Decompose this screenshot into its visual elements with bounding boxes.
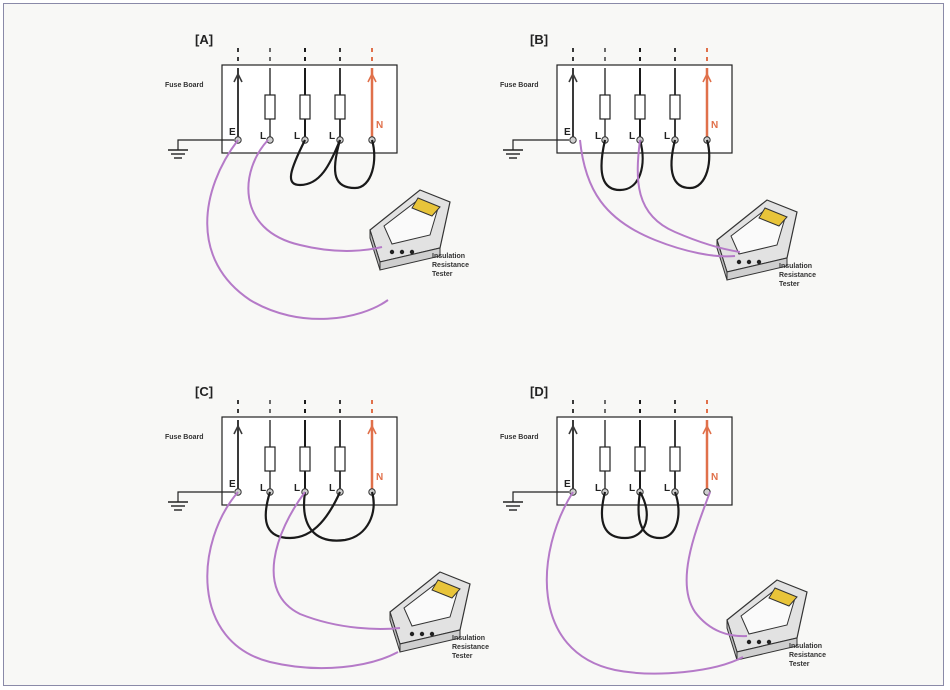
terminal-l2-label: L [294, 483, 300, 494]
fuse-icon [299, 94, 311, 120]
tester-label-line: Tester [789, 661, 810, 668]
insulation-tester-icon [716, 199, 798, 281]
terminal-e-label: E [229, 479, 236, 490]
bridge-link [670, 139, 711, 190]
panel-tag: [D] [530, 384, 548, 399]
test-lead [685, 491, 748, 638]
panel-tag: [C] [195, 384, 213, 399]
arrow-icon [367, 72, 377, 83]
fuse-board-label: Fuse Board [165, 434, 204, 441]
fuse-icon [634, 446, 646, 472]
fuse-icon [334, 94, 346, 120]
fuse-icon [264, 94, 276, 120]
fuse-icon [599, 94, 611, 120]
bridge-link [289, 139, 342, 187]
bridge-link [302, 491, 375, 542]
earth-lead [512, 491, 569, 502]
arrow-icon [702, 424, 712, 435]
test-lead [206, 139, 389, 320]
arrow-icon [233, 72, 243, 83]
terminal-n-label: N [711, 120, 718, 131]
tester-label-line: Tester [779, 281, 800, 288]
tester-label-line: Insulation [432, 253, 465, 260]
tester-label-line: Insulation [779, 263, 812, 270]
ground-symbol-icon [168, 149, 188, 159]
terminal-l3-label: L [664, 483, 670, 494]
test-lead [206, 491, 399, 670]
terminal-l1-label: L [595, 483, 601, 494]
terminal-screw [569, 136, 577, 144]
diagram-frame [3, 3, 944, 686]
test-lead [247, 139, 383, 252]
fuse-icon [299, 446, 311, 472]
bridge-link [600, 139, 644, 192]
terminal-l3-label: L [329, 483, 335, 494]
fuse-board-label: Fuse Board [165, 82, 204, 89]
terminal-l2-label: L [629, 131, 635, 142]
terminal-l3-label: L [664, 131, 670, 142]
fuse-icon [599, 446, 611, 472]
test-lead [579, 139, 736, 258]
tester-label-line: Resistance [779, 272, 816, 279]
terminal-e-label: E [564, 479, 571, 490]
ground-symbol-icon [503, 501, 523, 511]
insulation-tester-icon [369, 189, 451, 271]
terminal-l1-label: L [595, 131, 601, 142]
terminal-e-label: E [229, 127, 236, 138]
terminal-n-label: N [376, 472, 383, 483]
tester-label-line: Insulation [789, 643, 822, 650]
tester-label-line: Tester [452, 653, 473, 660]
fuse-icon [669, 446, 681, 472]
bridge-link [637, 491, 680, 540]
fuse-board-label: Fuse Board [500, 434, 539, 441]
arrow-icon [568, 424, 578, 435]
fuse-icon [334, 446, 346, 472]
fuse-icon [264, 446, 276, 472]
tester-label-line: Resistance [432, 262, 469, 269]
insulation-tester-icon [726, 579, 808, 661]
terminal-l1-label: L [260, 483, 266, 494]
arrow-icon [568, 72, 578, 83]
terminal-l3-label: L [329, 131, 335, 142]
fuse-icon [669, 94, 681, 120]
tester-label-line: Resistance [789, 652, 826, 659]
terminal-e-label: E [564, 127, 571, 138]
terminal-n-label: N [376, 120, 383, 131]
ground-symbol-icon [503, 149, 523, 159]
test-lead [272, 491, 401, 630]
terminal-l2-label: L [629, 483, 635, 494]
arrow-icon [233, 424, 243, 435]
ground-symbol-icon [168, 501, 188, 511]
panel-tag: [B] [530, 32, 548, 47]
fuse-icon [634, 94, 646, 120]
tester-label-line: Tester [432, 271, 453, 278]
fuse-board-label: Fuse Board [500, 82, 539, 89]
tester-label-line: Resistance [452, 644, 489, 651]
terminal-n-label: N [711, 472, 718, 483]
earth-lead [177, 491, 234, 502]
panel-tag: [A] [195, 32, 213, 47]
earth-lead [177, 139, 234, 150]
bridge-link [264, 491, 342, 540]
earth-lead [512, 139, 569, 150]
arrow-icon [367, 424, 377, 435]
bridge-link [333, 139, 376, 190]
test-lead [545, 491, 744, 675]
terminal-l1-label: L [260, 131, 266, 142]
arrow-icon [702, 72, 712, 83]
terminal-l2-label: L [294, 131, 300, 142]
tester-label-line: Insulation [452, 635, 485, 642]
insulation-tester-icon [389, 571, 471, 653]
bridge-link [600, 491, 648, 540]
test-lead [636, 139, 741, 253]
